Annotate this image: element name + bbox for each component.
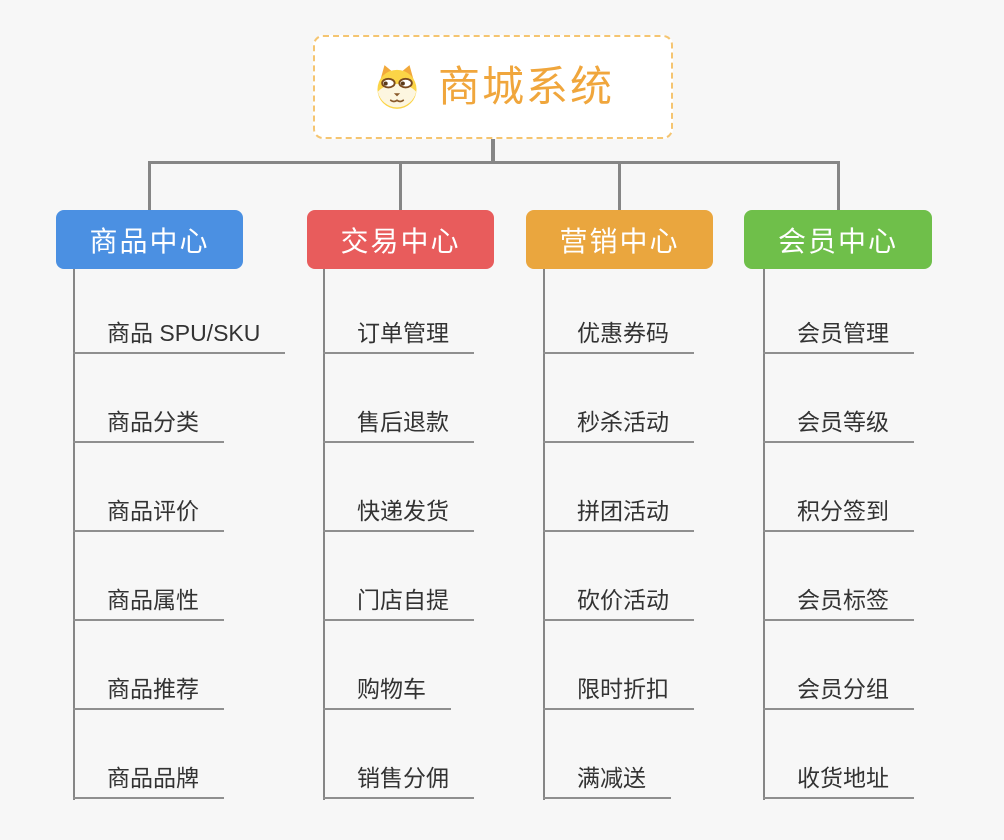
subtopic-label: 限时折扣 (577, 675, 669, 702)
connector-column-line (323, 269, 325, 800)
root-topic[interactable]: 商城系统 (313, 35, 673, 139)
connector-drop (836, 161, 840, 211)
subtopic[interactable]: 秒杀活动 (543, 397, 694, 443)
subtopic[interactable]: 会员等级 (763, 397, 914, 443)
branch-topic-label: 交易中心 (340, 225, 461, 257)
subtopic-label: 门店自提 (357, 586, 449, 613)
branch-topic[interactable]: 营销中心 (526, 210, 713, 269)
connector-bus (148, 161, 840, 164)
subtopic[interactable]: 购物车 (323, 664, 451, 710)
subtopic-label: 拼团活动 (577, 497, 669, 524)
subtopic-label: 收货地址 (797, 764, 889, 791)
subtopic-label: 商品推荐 (107, 675, 199, 702)
branch-topic[interactable]: 商品中心 (56, 210, 243, 269)
subtopic-label: 购物车 (357, 675, 426, 702)
subtopic[interactable]: 优惠券码 (543, 308, 694, 354)
subtopic-label: 商品分类 (107, 408, 199, 435)
subtopic[interactable]: 商品属性 (73, 575, 224, 621)
subtopic-label: 订单管理 (357, 319, 449, 346)
connector-root-stem (491, 138, 495, 164)
subtopic[interactable]: 门店自提 (323, 575, 474, 621)
subtopic-label: 优惠券码 (577, 319, 669, 346)
subtopic[interactable]: 商品分类 (73, 397, 224, 443)
subtopic-label: 商品属性 (107, 586, 199, 613)
subtopic-label: 商品评价 (107, 497, 199, 524)
subtopic-label: 会员等级 (797, 408, 889, 435)
subtopic-label: 积分签到 (797, 497, 889, 524)
subtopic[interactable]: 限时折扣 (543, 664, 694, 710)
subtopic-label: 销售分佣 (357, 764, 449, 791)
connector-drop (618, 161, 621, 211)
subtopic-label: 商品 SPU/SKU (107, 319, 261, 346)
subtopic-label: 商品品牌 (107, 764, 199, 791)
branch-topic-label: 商品中心 (89, 225, 210, 257)
connector-column-line (543, 269, 545, 800)
subtopic-label: 满减送 (577, 764, 646, 791)
subtopic-label: 会员标签 (797, 586, 889, 613)
connector-column-line (73, 269, 75, 800)
subtopic-label: 售后退款 (357, 408, 449, 435)
subtopic[interactable]: 砍价活动 (543, 575, 694, 621)
subtopic[interactable]: 售后退款 (323, 397, 474, 443)
subtopic[interactable]: 收货地址 (763, 753, 914, 799)
subtopic[interactable]: 快递发货 (323, 486, 474, 532)
subtopic-label: 快递发货 (357, 497, 449, 524)
subtopic[interactable]: 满减送 (543, 753, 671, 799)
branch-topic-label: 会员中心 (777, 225, 898, 257)
subtopic-label: 会员分组 (797, 675, 889, 702)
subtopic-label: 秒杀活动 (577, 408, 669, 435)
subtopic[interactable]: 订单管理 (323, 308, 474, 354)
subtopic-label: 砍价活动 (577, 586, 669, 613)
subtopic[interactable]: 会员管理 (763, 308, 914, 354)
subtopic[interactable]: 会员分组 (763, 664, 914, 710)
subtopic-label: 会员管理 (797, 319, 889, 346)
connector-drop (399, 161, 402, 211)
subtopic[interactable]: 商品推荐 (73, 664, 224, 710)
branch-topic[interactable]: 会员中心 (744, 210, 932, 269)
branch-topic-label: 营销中心 (559, 225, 680, 257)
shiba-dog-icon (372, 62, 422, 112)
subtopic[interactable]: 销售分佣 (323, 753, 474, 799)
subtopic[interactable]: 拼团活动 (543, 486, 694, 532)
connector-column-line (763, 269, 765, 800)
subtopic[interactable]: 商品 SPU/SKU (73, 308, 286, 354)
root-topic-label: 商城系统 (437, 63, 614, 110)
subtopic[interactable]: 积分签到 (763, 486, 914, 532)
subtopic[interactable]: 商品评价 (73, 486, 224, 532)
branch-topic[interactable]: 交易中心 (307, 210, 494, 269)
subtopic[interactable]: 商品品牌 (73, 753, 224, 799)
subtopic[interactable]: 会员标签 (763, 575, 914, 621)
connector-drop (148, 161, 151, 211)
